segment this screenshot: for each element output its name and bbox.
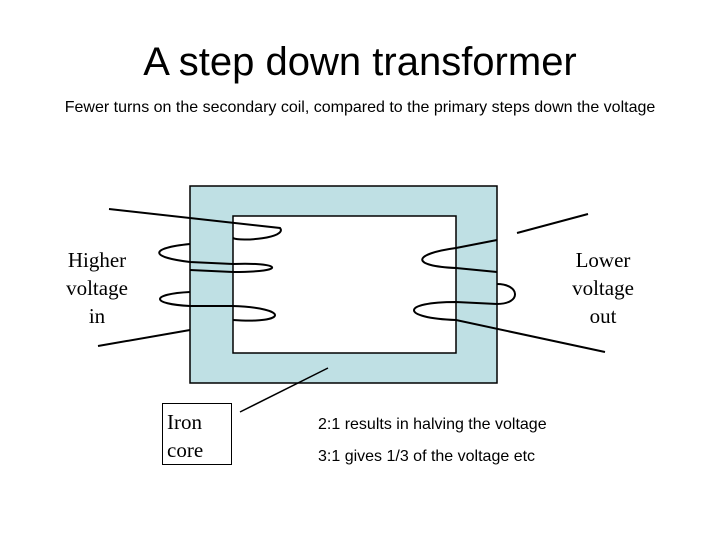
iron-core (189, 185, 498, 384)
slide-subtitle: Fewer turns on the secondary coil, compa… (64, 99, 656, 116)
iron-core-label: Iron core (167, 410, 204, 462)
secondary-coil (413, 213, 606, 353)
iron-core-pointer (239, 367, 329, 413)
ratio-note-third: 3:1 gives 1/3 of the voltage etc (318, 448, 536, 465)
ratio-note-halving: 2:1 results in halving the voltage (318, 416, 547, 433)
lower-voltage-out-label: Lower voltage out (572, 248, 634, 328)
primary-coil (97, 208, 282, 347)
iron-core-label-box: Iron core (162, 403, 232, 465)
slide-title: A step down transformer (143, 40, 577, 84)
higher-voltage-in-label: Higher voltage in (66, 248, 128, 328)
